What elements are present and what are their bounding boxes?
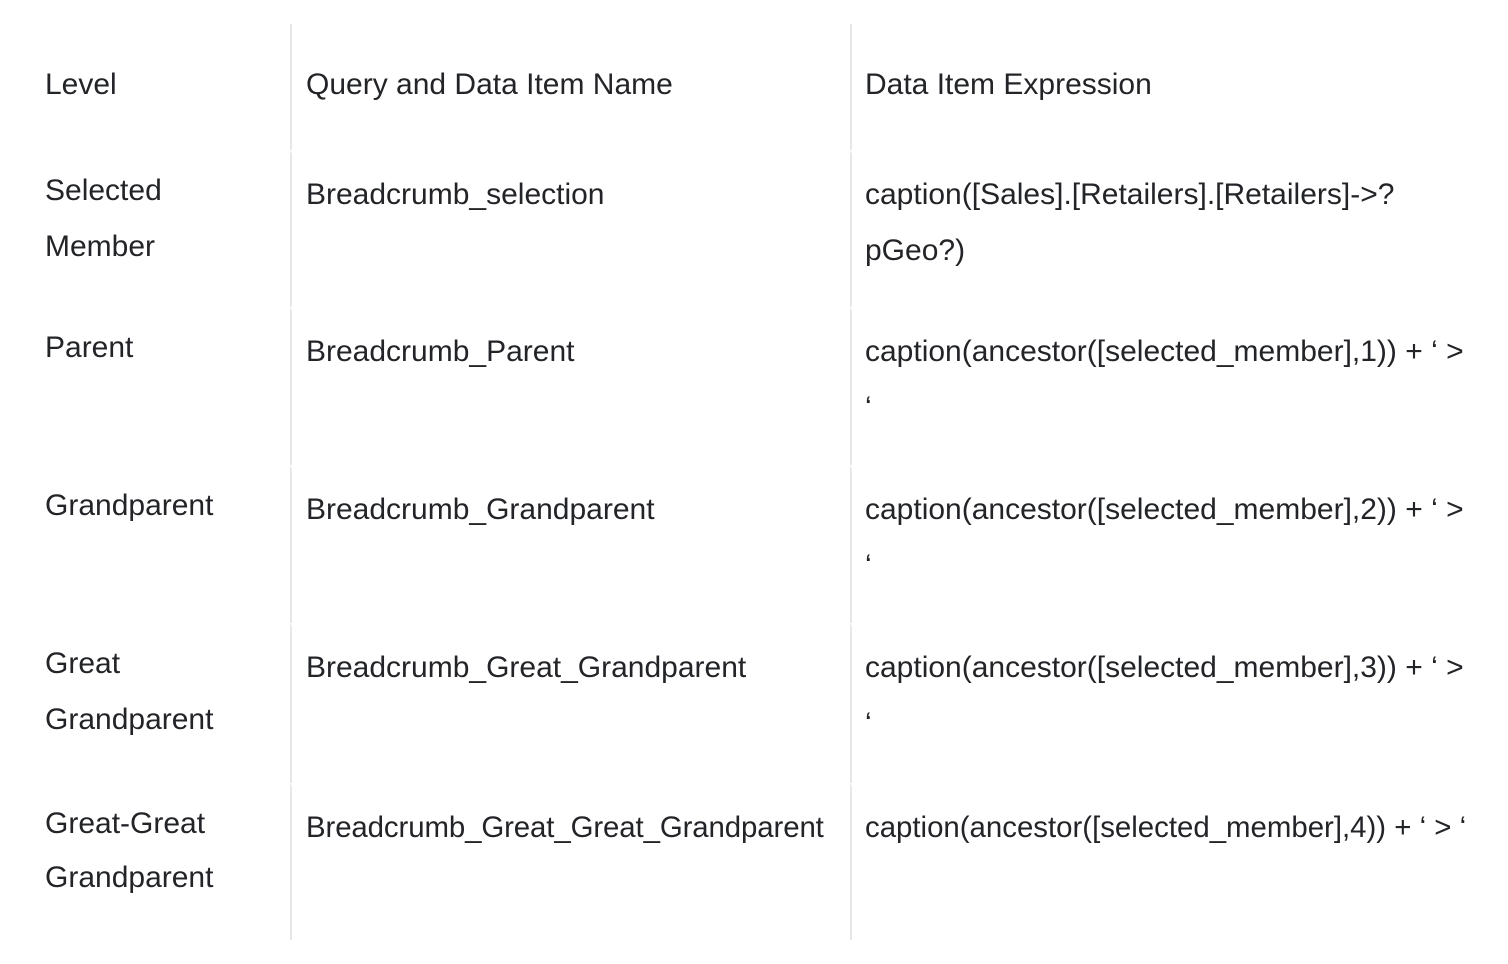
level-cell: Grandparent [45,489,214,522]
name-cell: Breadcrumb_Grandparent [290,465,850,623]
expression-cell: caption(ancestor([selected_member],3)) +… [850,623,1508,783]
table-row: Great-Great Grandparent Breadcrumb_Great… [0,783,1508,940]
name-cell: Breadcrumb_Great_Grandparent [290,623,850,783]
table-row: Great Grandparent Breadcrumb_Great_Grand… [0,623,1508,783]
expression-cell: caption(ancestor([selected_member],1)) +… [850,307,1508,465]
table-header-row: Level Query and Data Item Name Data Item… [0,24,1508,150]
breadcrumb-data-items-table: Level Query and Data Item Name Data Item… [0,24,1508,940]
level-cell: Selected Member [45,174,171,263]
table-row: Selected Member Breadcrumb_selection cap… [0,150,1508,307]
level-cell: Great Grandparent [45,647,214,736]
header-query-and-data-item-name: Query and Data Item Name [290,24,850,150]
header-data-item-expression: Data Item Expression [850,24,1508,150]
table-row: Grandparent Breadcrumb_Grandparent capti… [0,465,1508,623]
expression-cell: caption(ancestor([selected_member],2)) +… [850,465,1508,623]
expression-cell: caption(ancestor([selected_member],4)) +… [850,783,1508,940]
name-cell: Breadcrumb_Parent [290,307,850,465]
table-row: Parent Breadcrumb_Parent caption(ancesto… [0,307,1508,465]
level-cell: Parent [45,331,134,364]
expression-cell: caption([Sales].[Retailers].[Retailers]-… [850,150,1508,307]
header-level: Level [45,68,117,101]
name-cell: Breadcrumb_Great_Great_Grandparent [290,783,850,940]
level-cell: Great-Great Grandparent [45,807,214,894]
name-cell: Breadcrumb_selection [290,150,850,307]
